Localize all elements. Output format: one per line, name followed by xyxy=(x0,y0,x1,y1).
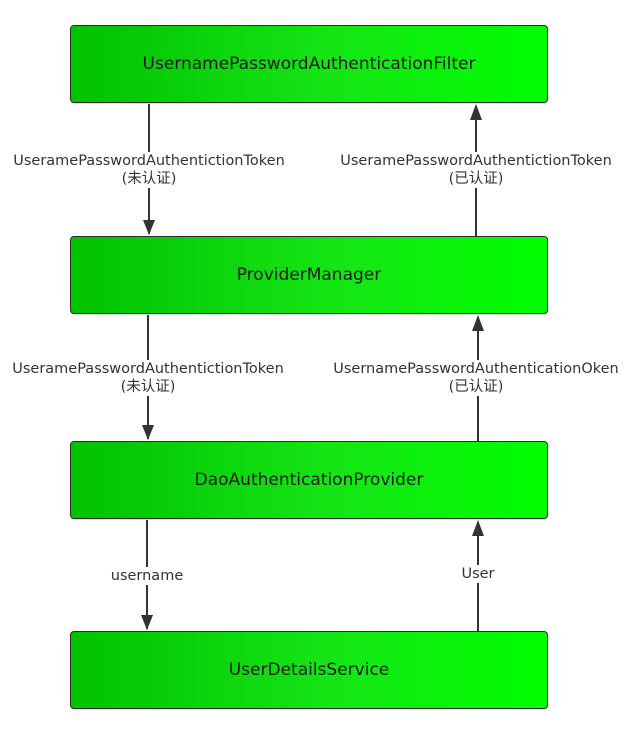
user-details-service-node: UserDetailsService xyxy=(70,631,548,709)
dao-provider-node: DaoAuthenticationProvider xyxy=(70,441,548,519)
arrowhead-dao-to-uds xyxy=(141,615,153,630)
filter-node-label: UsernamePasswordAuthenticationFilter xyxy=(142,54,476,74)
arrowhead-dao-to-manager xyxy=(472,315,484,331)
edge-label-dao-to-manager: UsernamePasswordAuthenticationOken (已认证) xyxy=(332,360,620,396)
edge-label-line: User xyxy=(461,566,495,582)
filter-node: UsernamePasswordAuthenticationFilter xyxy=(70,25,548,103)
edge-label-status: (未认证) xyxy=(121,171,177,187)
edge-label-filter-to-manager: UseramePasswordAuthentictionToken (未认证) xyxy=(12,152,286,188)
edge-label-line: UseramePasswordAuthentictionToken xyxy=(13,153,285,169)
dao-provider-node-label: DaoAuthenticationProvider xyxy=(194,470,424,490)
edge-label-uds-to-dao: User xyxy=(460,565,496,583)
arrowhead-manager-to-dao xyxy=(142,425,154,440)
edge-label-dao-to-uds: username xyxy=(109,567,185,585)
edge-label-status: (未认证) xyxy=(120,379,176,395)
user-details-service-node-label: UserDetailsService xyxy=(228,660,390,680)
edge-label-line: UseramePasswordAuthentictionToken xyxy=(340,153,612,169)
provider-manager-node-label: ProviderManager xyxy=(236,265,382,285)
edge-label-status: (已认证) xyxy=(448,171,504,187)
arrowhead-manager-to-filter xyxy=(470,104,482,120)
edge-label-line: UseramePasswordAuthentictionToken xyxy=(12,361,284,377)
edge-label-line: username xyxy=(110,568,184,584)
arrowhead-uds-to-dao xyxy=(472,520,484,536)
arrowhead-filter-to-manager xyxy=(143,220,155,235)
edge-label-manager-to-dao: UseramePasswordAuthentictionToken (未认证) xyxy=(11,360,285,396)
edge-label-manager-to-filter: UseramePasswordAuthentictionToken (已认证) xyxy=(339,152,613,188)
provider-manager-node: ProviderManager xyxy=(70,236,548,314)
edge-label-status: (已认证) xyxy=(448,379,504,395)
edge-label-line: UsernamePasswordAuthenticationOken xyxy=(333,361,619,377)
